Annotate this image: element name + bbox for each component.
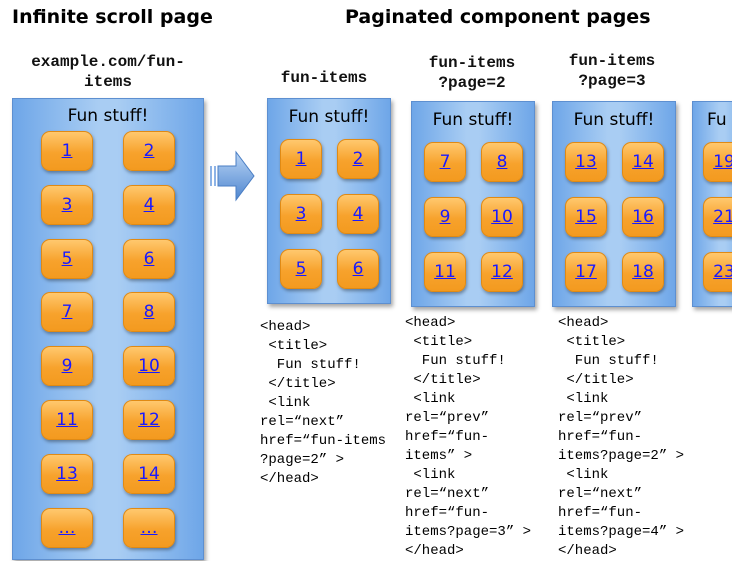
infinite-scroll-heading: Infinite scroll page: [12, 6, 213, 28]
item-button[interactable]: 14: [123, 453, 175, 494]
item-link[interactable]: 2: [352, 149, 364, 169]
item-button[interactable]: 13: [565, 142, 607, 182]
panel-title: Fun stuff!: [67, 106, 149, 126]
item-button[interactable]: …: [41, 507, 93, 548]
item-link[interactable]: 13: [575, 152, 597, 172]
item-button[interactable]: 14: [622, 142, 664, 182]
page3-head-code: <head> <title> Fun stuff! </title> <link…: [558, 315, 685, 559]
item-link[interactable]: 5: [295, 259, 307, 279]
item-button[interactable]: 5: [41, 238, 93, 279]
item-button[interactable]: 7: [424, 142, 466, 182]
item-link[interactable]: 8: [496, 152, 508, 172]
item-link[interactable]: 11: [434, 262, 456, 282]
item-button[interactable]: 8: [481, 142, 523, 182]
page3-panel: Fun stuff! 13 14 15 16 17 18: [552, 101, 676, 307]
item-button[interactable]: 10: [481, 197, 523, 237]
panel-title: Fu: [707, 110, 727, 130]
item-button[interactable]: 6: [123, 238, 175, 279]
item-link[interactable]: 17: [575, 262, 597, 282]
panel-title: Fun stuff!: [288, 107, 370, 127]
item-link[interactable]: 21: [713, 207, 732, 227]
item-link[interactable]: 19: [713, 152, 732, 172]
item-link[interactable]: 3: [61, 194, 73, 215]
item-link[interactable]: 4: [143, 194, 155, 215]
item-button[interactable]: 16: [622, 197, 664, 237]
page2-panel: Fun stuff! 7 8 9 10 11 12: [411, 101, 535, 307]
item-button[interactable]: 7: [41, 292, 93, 333]
item-button[interactable]: 12: [123, 400, 175, 440]
item-button[interactable]: 23: [703, 252, 732, 292]
item-link[interactable]: 6: [143, 248, 155, 269]
item-button[interactable]: 4: [123, 184, 175, 225]
item-link[interactable]: 10: [491, 207, 513, 227]
item-link[interactable]: 5: [61, 248, 73, 269]
item-button[interactable]: 15: [565, 197, 607, 237]
item-button[interactable]: 13: [41, 453, 93, 494]
item-button[interactable]: 3: [280, 194, 322, 234]
item-button[interactable]: 3: [41, 184, 93, 225]
item-button[interactable]: 11: [41, 400, 93, 440]
item-button[interactable]: 9: [41, 346, 93, 387]
item-link[interactable]: 7: [61, 302, 73, 323]
item-button[interactable]: …: [123, 507, 175, 548]
page2-head-code: <head> <title> Fun stuff! </title> <link…: [405, 315, 532, 559]
item-link[interactable]: 11: [56, 410, 78, 430]
item-link[interactable]: 1: [61, 141, 73, 161]
item-link[interactable]: 9: [61, 356, 73, 377]
item-button[interactable]: 9: [424, 197, 466, 237]
item-button[interactable]: 5: [280, 249, 322, 289]
item-button[interactable]: 19: [703, 142, 732, 182]
right-arrow-icon: [210, 150, 255, 202]
item-link[interactable]: 10: [138, 356, 160, 377]
item-link[interactable]: 7: [439, 152, 451, 172]
item-link[interactable]: 4: [352, 204, 364, 224]
item-link[interactable]: 3: [295, 204, 307, 224]
item-link[interactable]: 14: [138, 463, 160, 484]
item-link[interactable]: 12: [138, 410, 160, 430]
item-button[interactable]: 17: [565, 252, 607, 292]
page4-panel-partial: Fu 19 21 23: [692, 101, 732, 307]
item-link[interactable]: 1: [295, 149, 307, 169]
page3-url: fun-items ?page=3: [568, 52, 656, 90]
item-link[interactable]: 8: [143, 302, 155, 323]
item-button[interactable]: 6: [337, 249, 379, 289]
item-link[interactable]: 16: [632, 207, 654, 227]
item-link[interactable]: 23: [713, 262, 732, 282]
infinite-page-url: example.com/fun- items: [31, 53, 185, 91]
item-link[interactable]: …: [58, 517, 76, 538]
item-button[interactable]: 2: [337, 139, 379, 179]
item-button[interactable]: 10: [123, 346, 175, 387]
page1-url: fun-items: [280, 69, 368, 87]
item-button[interactable]: 12: [481, 252, 523, 292]
item-link[interactable]: 6: [352, 259, 364, 279]
item-link[interactable]: …: [140, 517, 158, 538]
item-button[interactable]: 2: [123, 131, 175, 171]
page1-head-code: <head> <title> Fun stuff! </title> <link…: [260, 319, 387, 487]
item-button[interactable]: 21: [703, 197, 732, 237]
item-link[interactable]: 13: [56, 463, 78, 484]
page1-panel: Fun stuff! 1 2 3 4 5 6: [267, 98, 391, 304]
item-button[interactable]: 11: [424, 252, 466, 292]
item-link[interactable]: 14: [632, 152, 654, 172]
item-link[interactable]: 9: [439, 207, 451, 227]
item-link[interactable]: 2: [143, 141, 155, 161]
item-link[interactable]: 15: [575, 207, 597, 227]
item-button[interactable]: 4: [337, 194, 379, 234]
item-button[interactable]: 8: [123, 292, 175, 333]
item-button[interactable]: 18: [622, 252, 664, 292]
panel-title: Fun stuff!: [573, 110, 655, 130]
item-link[interactable]: 12: [491, 262, 513, 282]
page2-url: fun-items ?page=2: [428, 54, 516, 92]
item-button[interactable]: 1: [41, 131, 93, 171]
panel-title: Fun stuff!: [432, 110, 514, 130]
paginated-pages-heading: Paginated component pages: [345, 6, 651, 28]
item-link[interactable]: 18: [632, 262, 654, 282]
item-button[interactable]: 1: [280, 139, 322, 179]
